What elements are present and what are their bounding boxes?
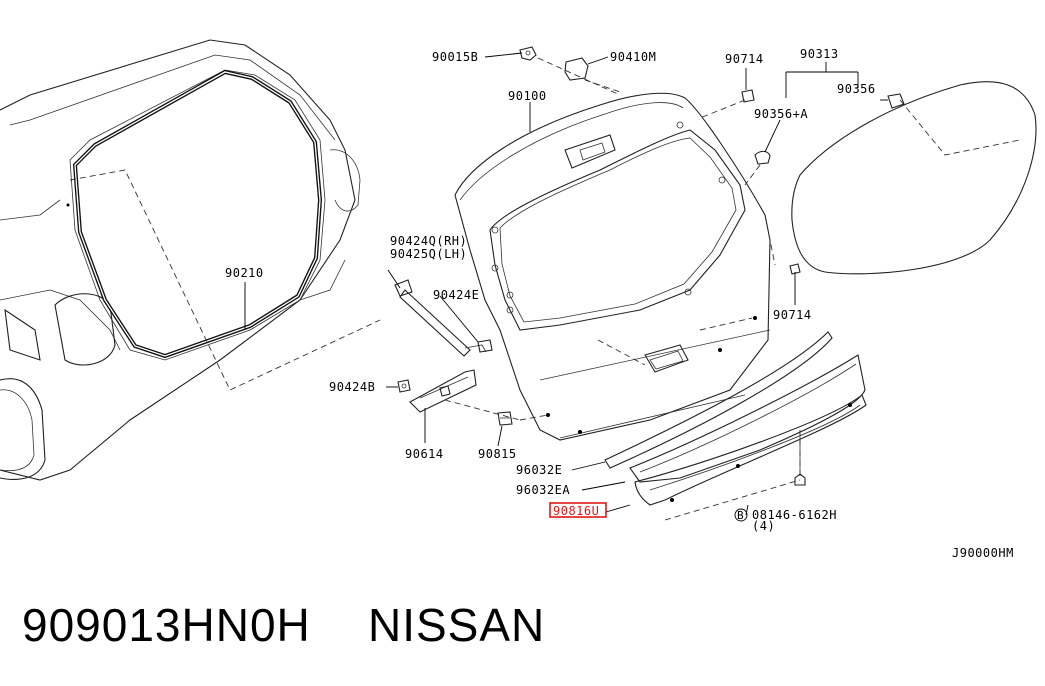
label-90100[interactable]: 90100 <box>508 89 547 103</box>
label-90015B[interactable]: 90015B <box>432 50 478 64</box>
label-90424B[interactable]: 90424B <box>329 380 375 394</box>
label-90425Q-lh[interactable]: 90425Q(LH) <box>390 247 467 261</box>
label-90815[interactable]: 90815 <box>478 447 517 461</box>
finisher-drawing <box>604 331 867 521</box>
label-08146-6162H[interactable]: 08146-6162H <box>752 508 837 522</box>
part-labels: 90015B 90410M 90714 90313 90100 90356 90… <box>225 47 1014 560</box>
label-90210[interactable]: 90210 <box>225 266 264 280</box>
vehicle-body-drawing <box>0 39 381 481</box>
rear-glass-drawing <box>764 81 1037 275</box>
brand-name: NISSAN <box>368 599 546 651</box>
diagram-code: J90000HM <box>952 546 1014 560</box>
label-96032E[interactable]: 96032E <box>516 463 562 477</box>
label-90424E[interactable]: 90424E <box>433 288 479 302</box>
label-90816U[interactable]: 90816U <box>553 504 599 518</box>
bolt-symbol-circle <box>734 508 748 522</box>
label-90410M[interactable]: 90410M <box>610 50 656 64</box>
label-96032EA[interactable]: 96032EA <box>516 483 570 497</box>
highlight-90816U <box>549 502 607 518</box>
label-90313[interactable]: 90313 <box>800 47 839 61</box>
back-door-drawing <box>454 92 771 441</box>
label-90614[interactable]: 90614 <box>405 447 444 461</box>
label-90714-lower[interactable]: 90714 <box>773 308 812 322</box>
label-quantity: (4) <box>752 519 775 533</box>
label-90356A[interactable]: 90356+A <box>754 107 808 121</box>
label-90424Q-rh[interactable]: 90424Q(RH) <box>390 234 467 248</box>
label-90714-top[interactable]: 90714 <box>725 52 764 66</box>
part-number-title: 909013HN0H <box>22 599 311 651</box>
parts-diagram: 90015B 90410M 90714 90313 90100 90356 90… <box>0 39 1037 560</box>
bolt-symbol-letter: B <box>737 509 744 522</box>
label-90356[interactable]: 90356 <box>837 82 876 96</box>
leader-lines <box>244 52 888 516</box>
fasteners-drawing <box>394 46 905 426</box>
